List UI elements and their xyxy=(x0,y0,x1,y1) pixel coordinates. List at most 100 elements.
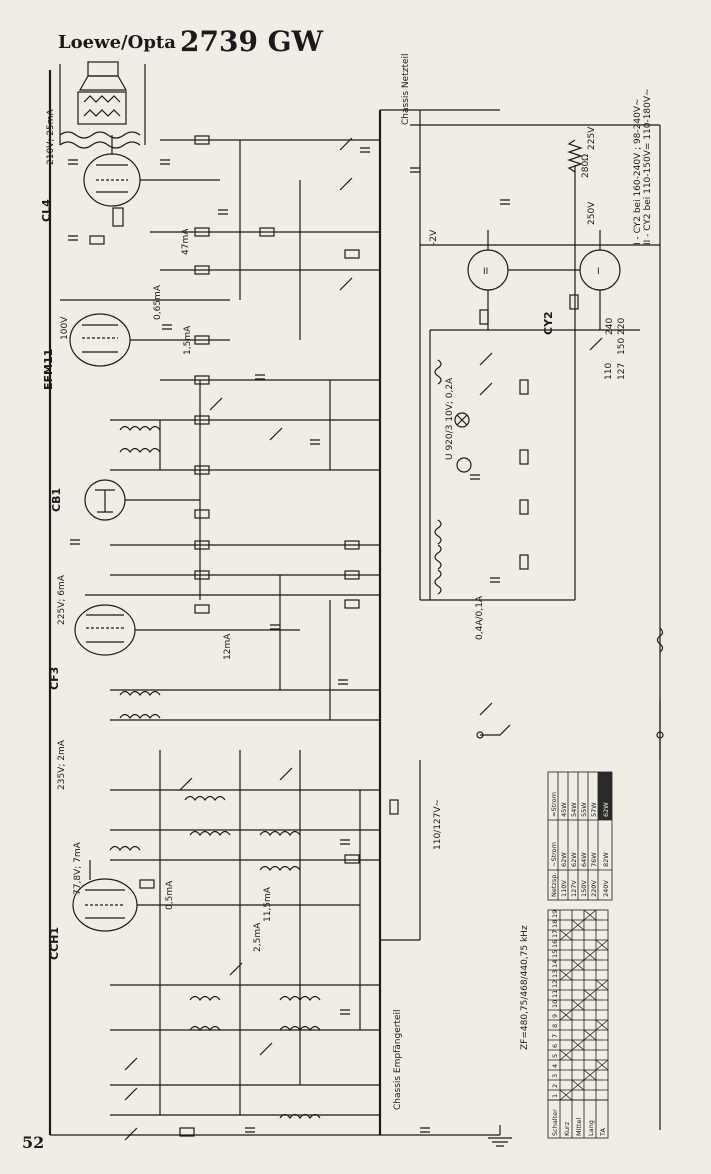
label-tap-220: 220 xyxy=(617,318,627,335)
label-tap-110: 110 xyxy=(604,363,614,380)
power-table: Netzsp. ~Strom =Strom 110V 62W 45W 127V … xyxy=(547,771,613,901)
mains-resistor xyxy=(567,139,583,173)
label-cch1-current: 0,5mA xyxy=(165,880,175,910)
switch-cross-mark xyxy=(595,979,609,991)
power-row-4-ac: 76W xyxy=(590,852,598,867)
label-fuse: 0,4A/0,1A xyxy=(475,595,485,640)
switch-cross-mark xyxy=(559,1089,573,1101)
power-row-4-v: 220V xyxy=(590,880,598,897)
switch-row-lang: Lang xyxy=(587,1120,595,1136)
switch-cross-mark xyxy=(583,1069,597,1081)
label-cb1: CB1 xyxy=(50,488,63,512)
label-cch1-supply2: 77,8V; 7mA xyxy=(73,841,83,895)
label-cf3-current: 12mA xyxy=(223,633,233,660)
capacitors xyxy=(68,147,510,1133)
label-voltage-225: 225V xyxy=(587,126,597,150)
svg-text:II: II xyxy=(483,267,488,277)
switch-cross-mark xyxy=(559,1049,573,1061)
switch-col-number: 11 xyxy=(551,990,559,998)
tube-efm11 xyxy=(60,299,230,367)
svg-text:I: I xyxy=(597,267,600,277)
switch-col-number: 7 xyxy=(551,1034,559,1038)
label-if-frequency: ZF=480,75/468/440,75 kHz xyxy=(520,925,530,1050)
label-res-280: 280Ω xyxy=(581,154,591,178)
tube-cy2: II I xyxy=(467,230,621,330)
power-row-3-dc: 55W xyxy=(580,802,588,817)
label-chassis-receiver: Chassis Empfängerteil xyxy=(393,1009,403,1110)
switch-col-number: 15 xyxy=(551,950,559,958)
switch-cross-mark xyxy=(595,1059,609,1071)
switches xyxy=(124,137,603,1141)
tube-cl4 xyxy=(83,135,220,227)
power-rails xyxy=(48,70,661,1136)
coils xyxy=(109,359,664,1120)
power-row-2-ac: 62W xyxy=(570,852,578,867)
label-cf3: CF3 xyxy=(48,667,61,690)
switch-col-number: 6 xyxy=(551,1044,559,1048)
switch-col-number: 19 xyxy=(551,910,559,918)
resistors xyxy=(89,135,579,1137)
switch-col-number: 14 xyxy=(551,960,559,968)
power-row-5-v: 240V xyxy=(602,880,610,897)
label-cy2: CY2 xyxy=(542,311,555,335)
label-efm11: EFM11 xyxy=(42,349,55,390)
switch-cross-mark xyxy=(595,1019,609,1031)
switch-col-number: 2 xyxy=(551,1084,559,1088)
label-voltage-250: 250V xyxy=(587,201,597,225)
power-row-5-ac: 82W xyxy=(602,852,610,867)
tube-cb1 xyxy=(84,479,200,521)
label-chassis-mains: Chassis Netzteil xyxy=(401,53,411,125)
switch-cross-mark xyxy=(583,949,597,961)
switch-row-kurz: Kurz xyxy=(563,1121,571,1136)
switch-cross-mark xyxy=(571,959,585,971)
switch-cross-mark xyxy=(571,1079,585,1091)
switch-col-number: 10 xyxy=(551,1000,559,1008)
switch-row-schalter: Schalter xyxy=(551,1109,559,1136)
power-row-2-dc: 54W xyxy=(570,802,578,817)
power-row-1-dc: 45W xyxy=(560,802,568,817)
label-tap-150: 150 xyxy=(617,338,627,355)
switch-cross-mark xyxy=(583,1029,597,1041)
page-number: 52 xyxy=(22,1133,45,1152)
switch-cross-mark xyxy=(571,999,585,1011)
label-tap-127: 127 xyxy=(617,363,627,380)
switch-col-number: 8 xyxy=(551,1024,559,1028)
switch-col-number: 18 xyxy=(551,920,559,928)
switch-table: Schalter Kurz Mittel Lang TA 12345678910… xyxy=(547,909,609,1139)
note-cy2-line2: II - CY2 bei 110-150V= 110-180V~ xyxy=(643,88,653,245)
switch-row-ta: TA xyxy=(599,1128,607,1137)
power-row-1-v: 110V xyxy=(560,880,568,897)
power-header-netz: Netzsp. xyxy=(550,873,558,897)
switch-col-number: 12 xyxy=(551,980,559,988)
power-header-dc: =Strom xyxy=(550,792,558,817)
switch-row-mittel: Mittel xyxy=(575,1117,583,1136)
tube-cch1 xyxy=(72,860,360,932)
switch-cross-mark xyxy=(583,989,597,1001)
label-efm11-current: 0,65mA xyxy=(153,284,163,320)
power-header-ac: ~Strom xyxy=(550,842,558,867)
switch-col-number: 16 xyxy=(551,940,559,948)
label-cf3-supply: 225V; 6mA xyxy=(57,574,67,625)
switch-cross-mark xyxy=(583,909,597,921)
label-cch1-current2: 2,5mA xyxy=(253,922,263,952)
label-mains-voltage: 110/127V~ xyxy=(433,799,443,850)
power-row-3-v: 150V xyxy=(580,880,588,897)
switch-cross-mark xyxy=(559,929,573,941)
switch-col-number: 4 xyxy=(551,1064,559,1068)
power-row-3-ac: 64W xyxy=(580,852,588,867)
power-row-1-ac: 62W xyxy=(560,852,568,867)
label-cch1: CCH1 xyxy=(48,927,61,960)
switch-col-number: 1 xyxy=(551,1094,559,1098)
model-title: 2739 GW xyxy=(180,25,324,58)
label-efm11-supply: 100V xyxy=(60,316,70,340)
switch-cross-mark xyxy=(595,939,609,951)
switch-col-number: 9 xyxy=(551,1014,559,1018)
tube-cf3 xyxy=(74,594,380,656)
label-cl4-current: 47mA xyxy=(181,228,191,255)
switch-cross-mark xyxy=(571,919,585,931)
mains-input xyxy=(454,412,664,1147)
stage-wiring xyxy=(110,139,421,1116)
